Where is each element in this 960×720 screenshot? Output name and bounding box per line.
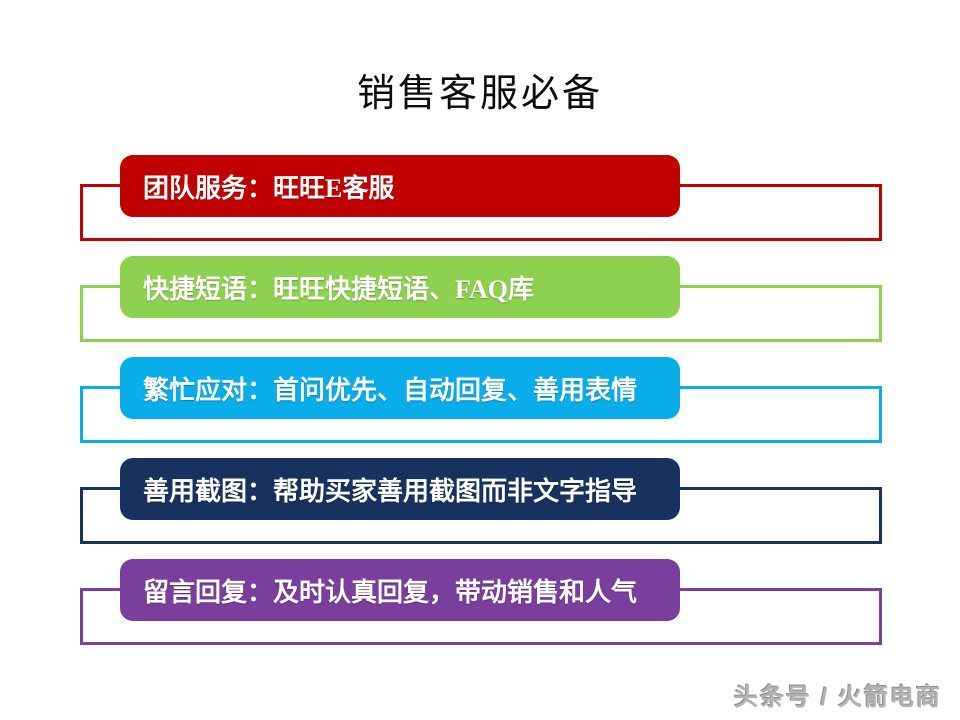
step-label-3: 繁忙应对：首问优先、自动回复、善用表情 (143, 375, 638, 405)
slide-title: 销售客服必备 (356, 73, 603, 115)
process-row-5: 留言回复：及时认真回复，带动销售和人气 (80, 559, 882, 647)
step-label-4: 善用截图：帮助买家善用截图而非文字指导 (143, 476, 638, 506)
process-row-1: 团队服务：旺旺E客服 (80, 155, 882, 243)
process-step-2: 快捷短语：旺旺快捷短语、FAQ库 (120, 256, 680, 318)
watermark-text: 头条号 / 火箭电商 (733, 684, 942, 711)
step-label-1: 团队服务：旺旺E客服 (143, 173, 395, 203)
process-step-4: 善用截图：帮助买家善用截图而非文字指导 (120, 458, 680, 520)
process-step-5: 留言回复：及时认真回复，带动销售和人气 (120, 559, 680, 621)
step-label-5: 留言回复：及时认真回复，带动销售和人气 (143, 577, 638, 607)
process-row-2: 快捷短语：旺旺快捷短语、FAQ库 (80, 256, 882, 344)
process-row-3: 繁忙应对：首问优先、自动回复、善用表情 (80, 357, 882, 445)
step-label-2: 快捷短语：旺旺快捷短语、FAQ库 (143, 274, 534, 304)
process-row-4: 善用截图：帮助买家善用截图而非文字指导 (80, 458, 882, 546)
process-step-3: 繁忙应对：首问优先、自动回复、善用表情 (120, 357, 680, 419)
process-step-1: 团队服务：旺旺E客服 (120, 155, 680, 217)
